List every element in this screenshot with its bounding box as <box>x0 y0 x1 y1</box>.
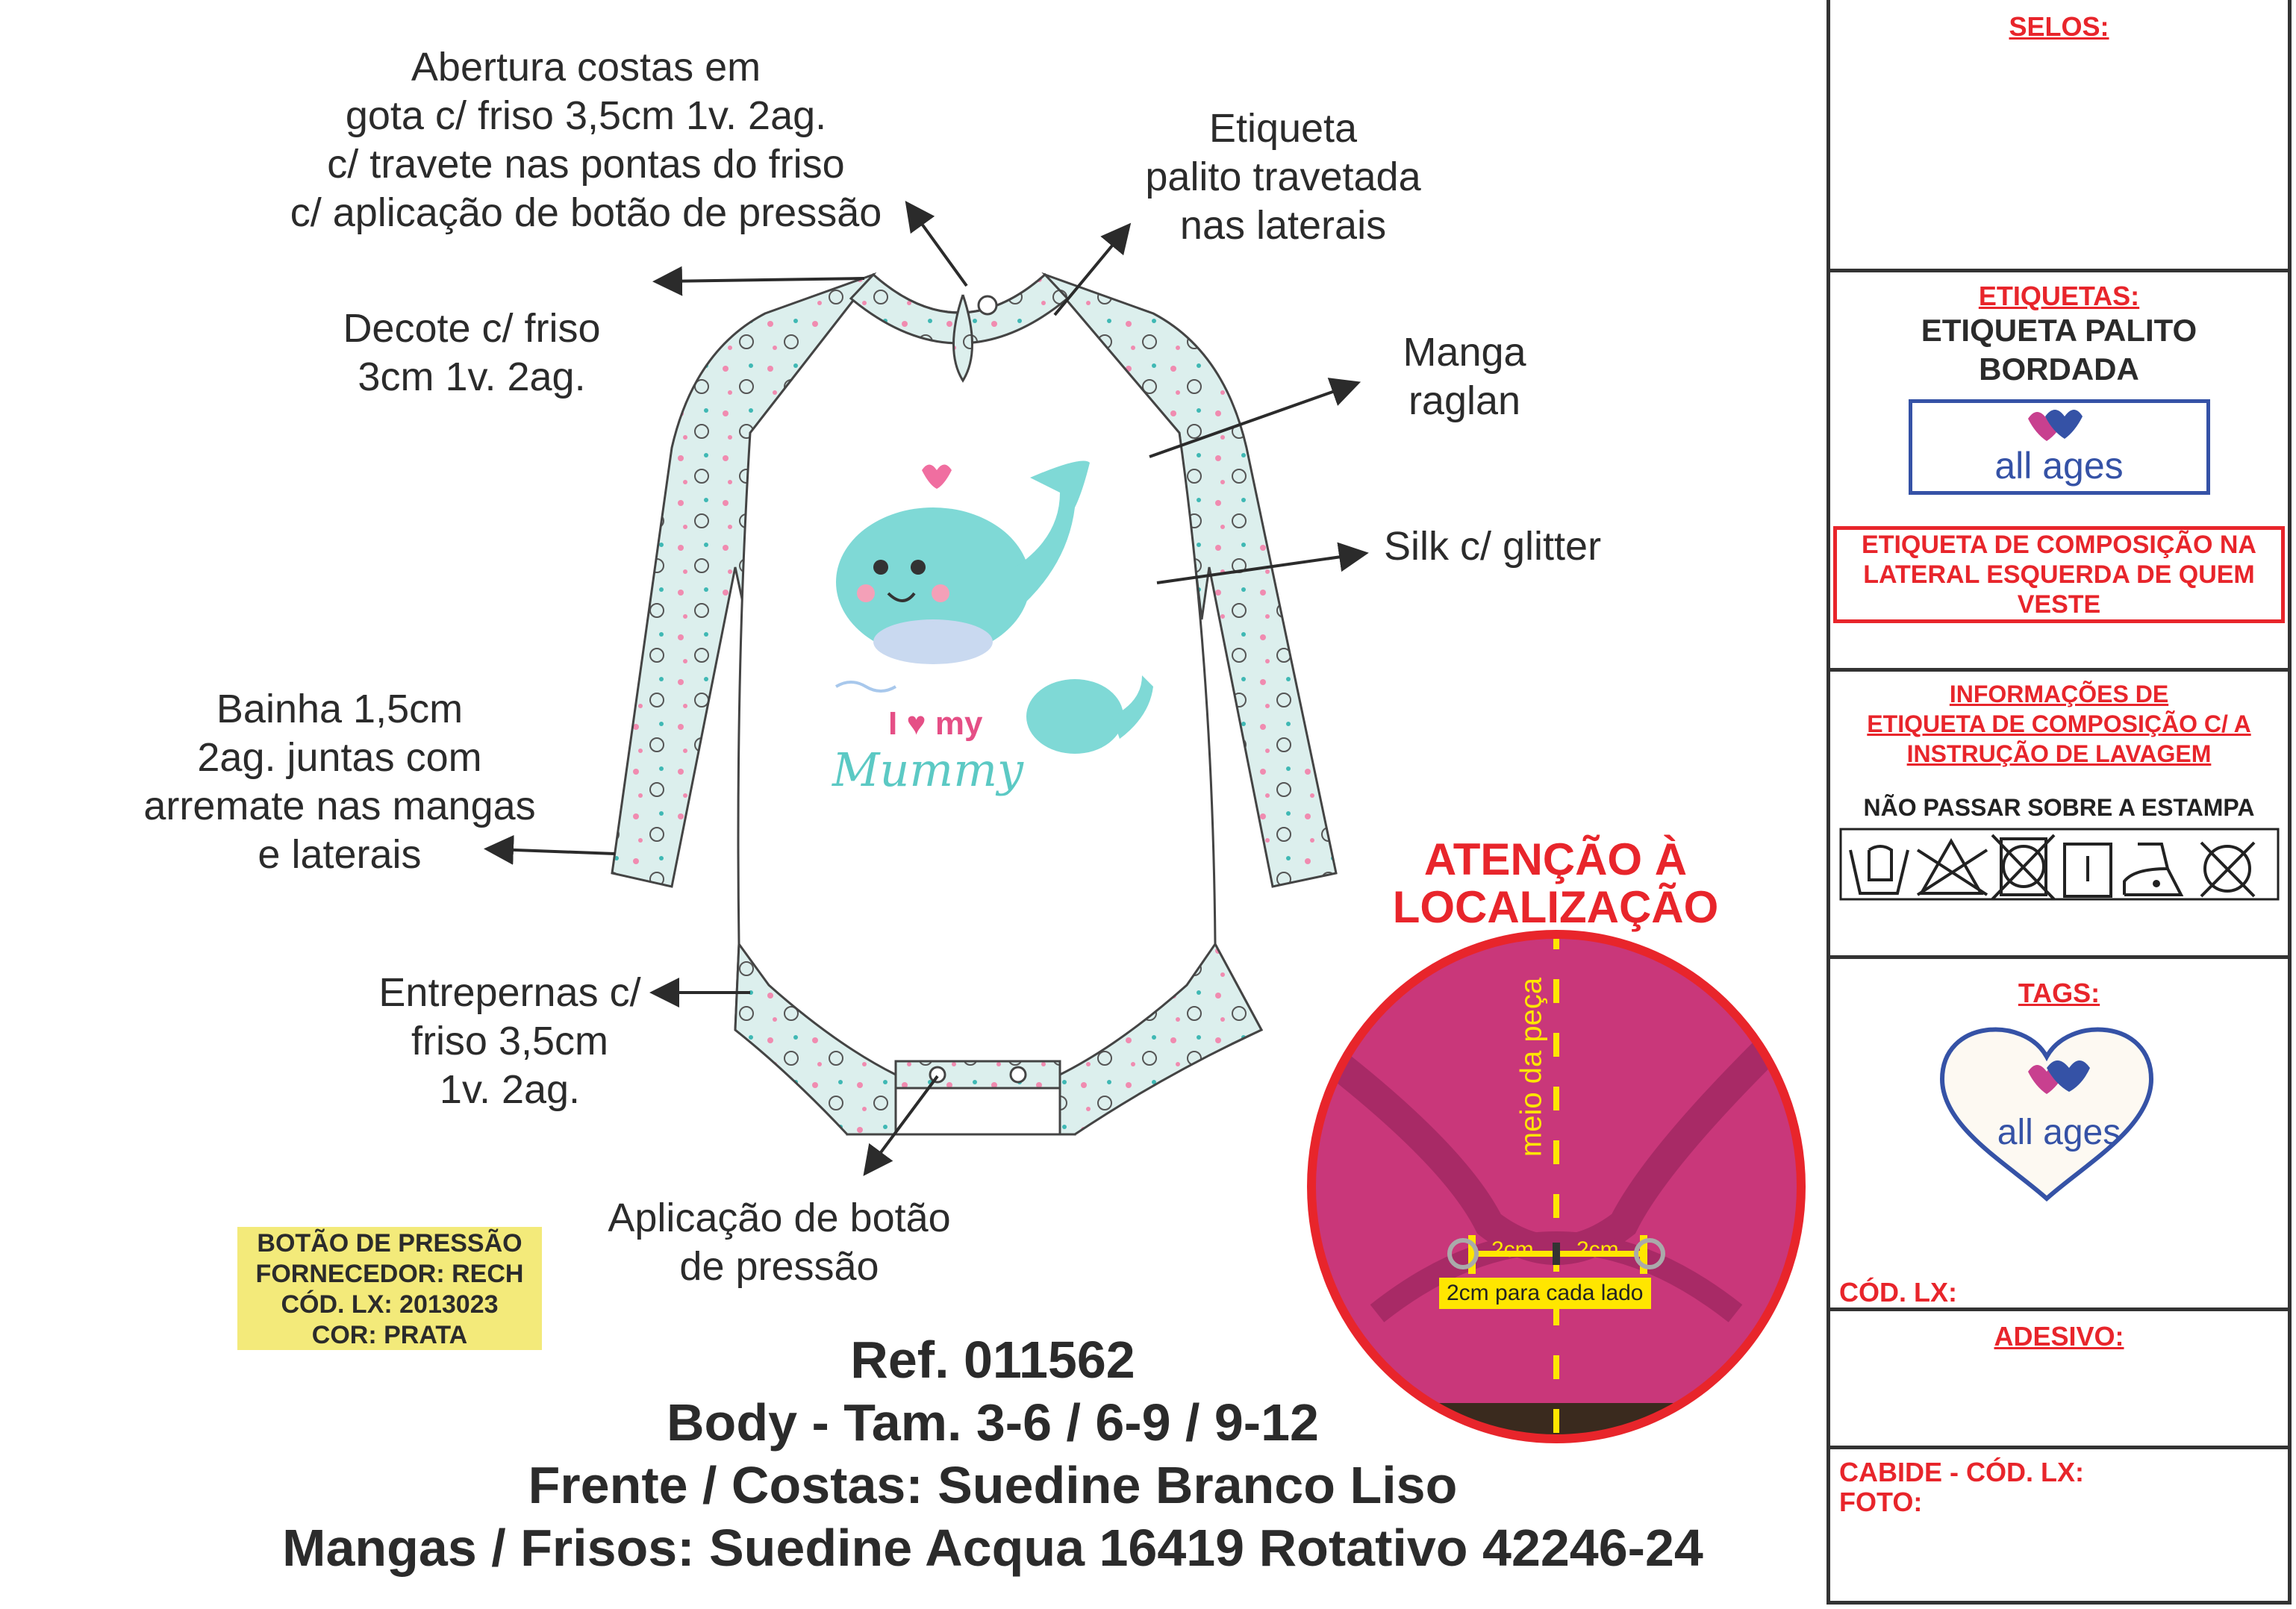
arrow-manga <box>1149 378 1361 458</box>
composition-note: ETIQUETA DE COMPOSIÇÃO NA LATERAL ESQUER… <box>1833 526 2285 623</box>
label-manga: Manga raglan <box>1403 330 1526 423</box>
section-informacoes: INFORMAÇÕES DE ETIQUETA DE COMPOSIÇÃO C/… <box>1830 668 2288 959</box>
label-entrepernas: Entrepernas c/ friso 3,5cm 1v. 2ag. <box>378 970 641 1112</box>
label-aplicacao: Aplicação de botão de pressão <box>608 1196 951 1289</box>
do-not-bleach-icon <box>1916 837 1988 896</box>
label-abertura: Abertura costas em gota c/ friso 3,5cm 1… <box>290 45 882 235</box>
arrow-bainha <box>484 834 616 865</box>
care-symbols <box>1839 828 2280 901</box>
attention-title: ATENÇÃO À LOCALIZAÇÃO <box>1392 834 1719 932</box>
brand-label: all ages <box>1908 399 2210 495</box>
heart-tag <box>1939 1027 2154 1202</box>
do-not-tumble-dry-icon <box>1991 834 2056 901</box>
right-sleeve <box>1041 272 1338 888</box>
section-cabide: CABIDE - CÓD. LX: FOTO: <box>1830 1446 2288 1605</box>
measure-note: 2cm para cada lado <box>1439 1278 1651 1309</box>
print-mummy: Mummy <box>832 743 1024 797</box>
detail-photo <box>1307 930 1806 1443</box>
arrow-decote <box>652 266 865 296</box>
section-tags: TAGS: all ages CÓD. LX: <box>1830 955 2288 1310</box>
arrow-aplicacao <box>863 1075 939 1176</box>
label-silk: Silk c/ glitter <box>1384 524 1602 569</box>
heart-icon: ♥ <box>906 705 926 742</box>
label-bainha: Bainha 1,5cm 2ag. juntas com arremate na… <box>143 687 536 877</box>
arrow-etiqueta <box>1053 222 1132 316</box>
snap-button-info: BOTÃO DE PRESSÃO FORNECEDOR: RECH CÓD. L… <box>237 1227 542 1350</box>
iron-low-icon <box>2123 843 2184 896</box>
arrow-abertura <box>905 201 968 287</box>
center-label: meio da peça <box>1514 977 1548 1157</box>
line-dry-icon <box>2063 843 2112 898</box>
balloon-hearts-icon <box>2027 410 2083 441</box>
snap-button-neck <box>977 295 998 316</box>
snap-button-crotch <box>929 1066 946 1084</box>
spec-panel: SELOS: ETIQUETAS: ETIQUETA PALITO BORDAD… <box>1826 0 2292 1605</box>
left-measure: 2cm <box>1491 1237 1534 1262</box>
section-adesivo: ADESIVO: <box>1830 1307 2288 1449</box>
section-etiquetas: ETIQUETAS: ETIQUETA PALITO BORDADA all a… <box>1830 269 2288 672</box>
right-measure: 2cm <box>1576 1237 1619 1262</box>
section-selos: SELOS: <box>2009 11 2109 42</box>
label-decote: Decote c/ friso 3cm 1v. 2ag. <box>343 306 601 399</box>
hand-wash-icon <box>1849 845 1909 895</box>
do-not-dry-clean-icon <box>2200 841 2256 898</box>
whale-print <box>835 460 1153 754</box>
print-text: I ♥ my <box>888 705 983 742</box>
product-reference: Ref. 011562 Body - Tam. 3-6 / 6-9 / 9-12… <box>282 1331 1703 1577</box>
arrow-silk <box>1156 542 1369 584</box>
label-etiqueta: Etiqueta palito travetada nas laterais <box>1145 106 1421 248</box>
